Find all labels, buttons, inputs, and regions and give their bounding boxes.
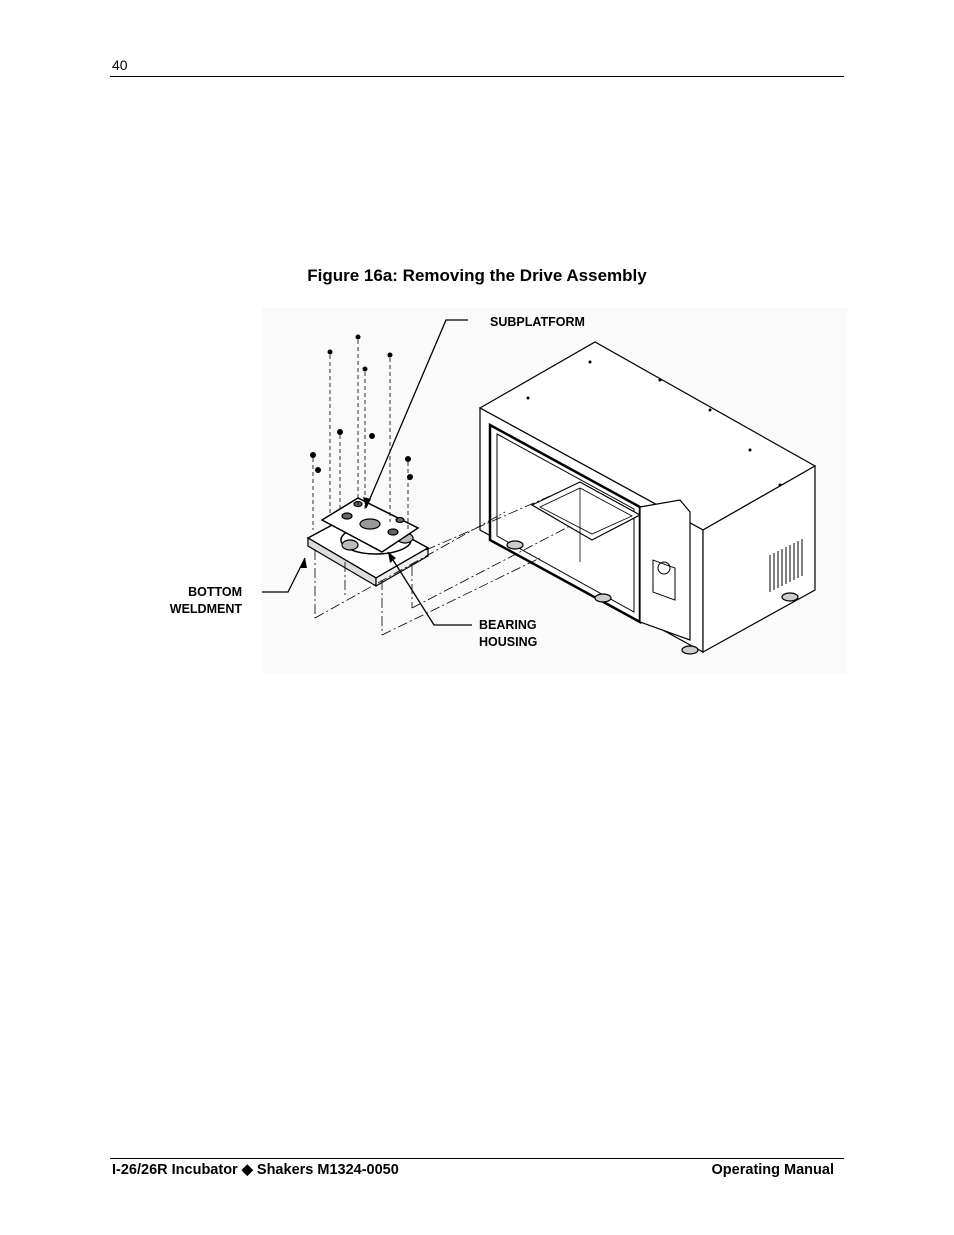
callout-bottom-weldment-line1: BOTTOM bbox=[188, 585, 242, 599]
figure-drive-assembly: SUBPLATFORM BOTTOM WELDMENT BEARING HOUS… bbox=[150, 300, 850, 680]
callout-bearing-housing-line2: HOUSING bbox=[479, 635, 538, 649]
callout-bottom-weldment: BOTTOM WELDMENT bbox=[150, 584, 242, 618]
callout-subplatform: SUBPLATFORM bbox=[490, 315, 585, 329]
mounting-screws bbox=[312, 340, 409, 532]
footer-rule bbox=[110, 1158, 844, 1159]
figure-caption: Figure 16a: Removing the Drive Assembly bbox=[307, 266, 647, 285]
footer-manual-label: Operating Manual bbox=[711, 1162, 834, 1178]
callout-bearing-housing: BEARING HOUSING bbox=[479, 617, 537, 651]
incubator-cabinet bbox=[478, 341, 817, 655]
page-number: 40 bbox=[112, 57, 128, 73]
footer-document-title: I-26/26R Incubator ◆ Shakers M1324-0050 bbox=[112, 1162, 399, 1178]
subplatform-part bbox=[320, 497, 420, 553]
header-rule bbox=[110, 76, 844, 77]
leader-lines bbox=[262, 319, 472, 626]
callout-bottom-weldment-line2: WELDMENT bbox=[169, 602, 242, 616]
projection-lines bbox=[314, 495, 571, 636]
drive-assembly-drawing bbox=[262, 308, 847, 674]
callout-bearing-housing-line1: BEARING bbox=[479, 618, 537, 632]
